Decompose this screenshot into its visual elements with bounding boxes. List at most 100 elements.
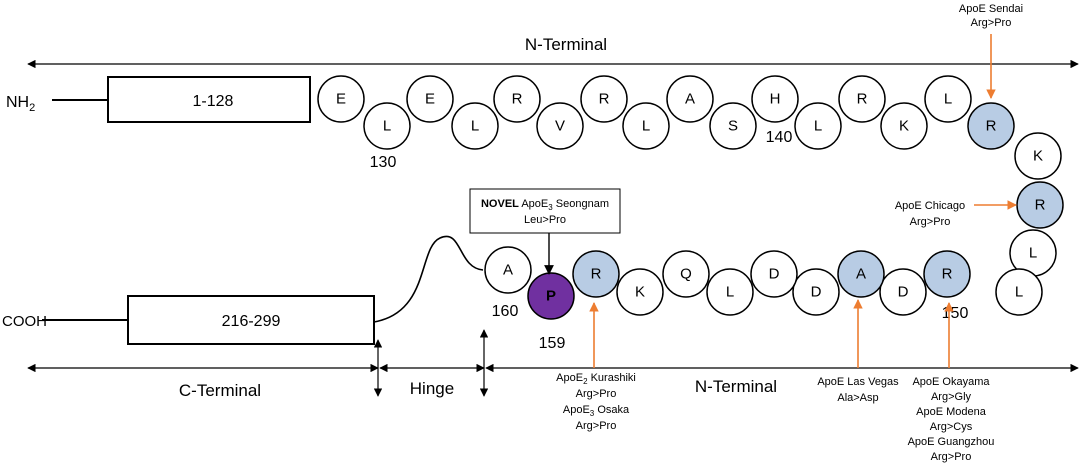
lasvegas-annotation-change: Ala>Asp [837,392,878,404]
n-terminal-top-label: N-Terminal [525,35,607,54]
residue-letter: A [685,91,695,108]
residue-letter: D [898,284,909,301]
residue-circle [879,268,927,316]
residue-letter: L [814,118,822,135]
residue-top-6: R [580,75,628,123]
residue-circle [666,75,714,123]
residue-right-0: K [1014,132,1062,180]
novel-mutation-change: Leu>Pro [524,214,566,226]
novel-mutation-box [469,188,621,234]
residue-letter: E [336,91,346,108]
residue-bottom-6: Q [662,250,710,298]
residue-bottom-7: K [616,268,664,316]
residue-top-5: V [536,102,584,150]
residue-circle [580,75,628,123]
residue-top-8: A [666,75,714,123]
residue-letter: K [1033,148,1043,165]
residue-letter: E [425,91,435,108]
sendai-annotation-change: Arg>Pro [971,17,1012,29]
hinge-label: Hinge [410,379,454,398]
residue-top-9: S [709,102,757,150]
residue-top-0: E [317,75,365,123]
residue-number-160: 160 [492,303,519,320]
residue-circle [794,102,842,150]
residue-top-4: R [493,75,541,123]
modena-annotation-line: Arg>Cys [930,421,973,433]
residue-circle [837,250,885,298]
residue-top-13: K [880,102,928,150]
residue-letter: R [1035,197,1046,214]
residue-top-7: L [622,102,670,150]
domain-box-216-299 [127,295,375,345]
residue-bottom-10: A [484,246,532,294]
residue-top-1: L [363,102,411,150]
residue-circle [622,102,670,150]
residue-letter: R [599,91,610,108]
modena-annotation-line: ApoE Modena [916,406,987,418]
residue-letter: L [944,91,952,108]
residue-top-2: E [406,75,454,123]
n-terminal-bottom-label: N-Terminal [695,377,777,396]
residue-letter: D [811,284,822,301]
residue-circle [1016,181,1064,229]
domain-box-1-128-label: 1-128 [193,93,234,110]
residue-top-11: L [794,102,842,150]
residue-circle [750,250,798,298]
nh2-label: NH2 [6,94,35,114]
residue-letter: K [899,118,909,135]
residue-circle [967,102,1015,150]
chicago-annotation-name: ApoE Chicago [895,200,965,212]
residue-circle [616,268,664,316]
residue-circle [493,75,541,123]
residue-number-130: 130 [370,154,397,171]
novel-mutation-title: NOVEL ApoE3 Seongnam [481,198,609,212]
guangzhou-annotation-line: Arg>Pro [931,451,972,463]
residue-bottom-8: R [572,250,620,298]
residue-circle [1014,132,1062,180]
residue-letter: L [1015,284,1023,301]
residue-circle [792,268,840,316]
residue-circle [317,75,365,123]
residue-letter: L [1029,245,1037,262]
residue-circle [706,268,754,316]
residue-letter: A [856,266,866,283]
residue-bottom-9: P [527,272,575,320]
residue-bottom-1: D [879,268,927,316]
residue-bottom-0: R [923,250,971,298]
residue-circle [923,250,971,298]
okayama-annotation-line: Arg>Gly [931,391,972,403]
cooh-label: COOH [2,313,47,330]
residue-letter: L [471,118,479,135]
sendai-annotation-name: ApoE Sendai [959,3,1023,15]
residue-letter: P [546,288,556,305]
residue-bottom-2: A [837,250,885,298]
residue-right-3: L [995,268,1043,316]
residue-top-12: R [838,75,886,123]
residue-letter: L [383,118,391,135]
residue-right-1: R [1016,181,1064,229]
residue-letter: L [642,118,650,135]
residue-letter: S [728,118,738,135]
residue-top-3: L [451,102,499,150]
residue-letter: H [770,91,781,108]
residue-circle [536,102,584,150]
residue-circle [924,75,972,123]
residue-circle [572,250,620,298]
residue-letter: Q [680,266,692,283]
residue-letter: A [503,262,513,279]
residue-bottom-5: L [706,268,754,316]
osaka-annotation-change: Arg>Pro [576,420,617,432]
chicago-annotation-change: Arg>Pro [910,216,951,228]
hinge-curve [373,235,484,323]
residue-letter: R [986,118,997,135]
residue-circle [709,102,757,150]
domain-box-1-128 [107,76,311,123]
residue-circle [484,246,532,294]
osaka-annotation-name: ApoE3 Osaka [563,404,630,418]
residue-letter: R [942,266,953,283]
residue-bottom-4: D [750,250,798,298]
residue-letter: L [726,284,734,301]
residue-letter: V [555,118,565,135]
